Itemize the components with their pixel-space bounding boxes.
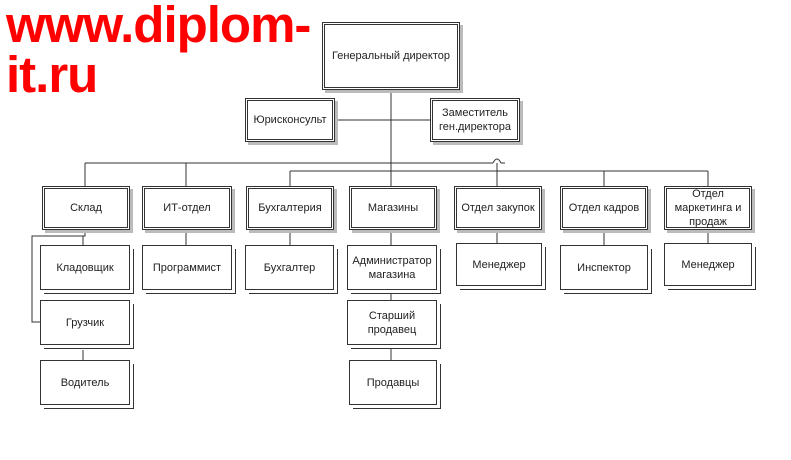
dept-shops: Магазины — [349, 186, 437, 230]
lawyer-box: Юрисконсульт — [245, 98, 335, 142]
staff-driver: Водитель — [40, 360, 130, 405]
staff-accountant: Бухгалтер — [245, 245, 334, 290]
staff-programmer: Программист — [142, 245, 232, 290]
dept-hr: Отдел кадров — [560, 186, 648, 230]
watermark: www.diplom-it.ru — [6, 0, 311, 103]
general-director-box: Генеральный директор — [322, 22, 460, 90]
staff-marketing-manager: Менеджер — [664, 243, 752, 286]
staff-sellers: Продавцы — [349, 360, 437, 405]
dept-purchasing: Отдел закупок — [454, 186, 542, 230]
staff-storekeeper: Кладовщик — [40, 245, 130, 290]
staff-purchasing-manager: Менеджер — [456, 243, 542, 286]
staff-inspector: Инспектор — [560, 245, 648, 290]
staff-senior-seller: Старший продавец — [347, 300, 437, 345]
staff-shop-admin: Администратор магазина — [347, 245, 437, 290]
staff-loader: Грузчик — [40, 300, 130, 345]
dept-marketing: Отдел маркетинга и продаж — [664, 186, 752, 230]
dept-accounting: Бухгалтерия — [246, 186, 334, 230]
deputy-box: Заместитель ген.директора — [430, 98, 520, 142]
dept-it: ИТ-отдел — [142, 186, 232, 230]
dept-warehouse: Склад — [42, 186, 130, 230]
